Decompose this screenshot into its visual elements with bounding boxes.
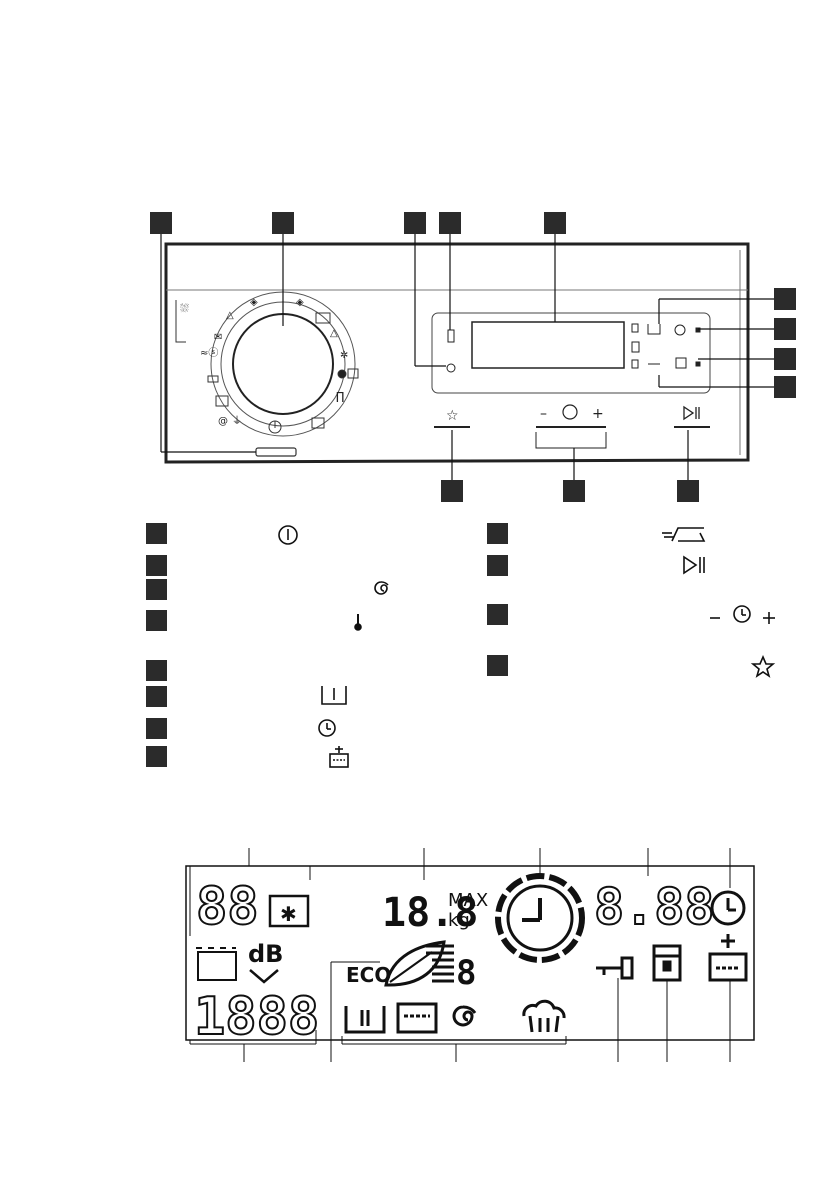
favourite-star-icon-legend (750, 654, 776, 678)
spin-lcd-icon (452, 1005, 477, 1027)
soak-lcd-icon (396, 1002, 438, 1034)
lcd-leader-lines (189, 848, 731, 1062)
legend-icons (278, 525, 776, 768)
eco-digit: 8 (456, 953, 476, 993)
svg-text:+: + (592, 406, 604, 422)
svg-text:△: △ (330, 328, 338, 339)
db-label: dB (248, 940, 283, 968)
svg-text:✉: ✉ (214, 332, 222, 343)
delay-start-icon (318, 719, 336, 737)
svg-text:≈ⓢ: ≈ⓢ (200, 347, 218, 359)
weight-digits: 18.8 (382, 890, 478, 936)
eco-leaf-icon (384, 940, 446, 987)
child-lock-box (197, 951, 237, 981)
clock-icon (495, 873, 585, 963)
favourite-star-icon: ☆ (446, 408, 459, 424)
legend-markers (146, 523, 508, 767)
option-buttons (631, 323, 701, 369)
door-lock-icon (652, 944, 682, 982)
prewash-lcd-icon (344, 1006, 386, 1034)
svg-text:@: @ (218, 416, 228, 427)
power-icon (278, 525, 298, 545)
spin-digits: 1888 (194, 987, 319, 1047)
easy-iron-icon (662, 527, 706, 542)
svg-text:△: △ (226, 310, 234, 321)
control-panel: ⛆ △ ◈ ◈ △ ✲ ∏ ✉ ≈ⓢ @ ⏚ (160, 234, 774, 480)
svg-text:◈: ◈ (250, 297, 258, 308)
spin-button[interactable] (446, 363, 456, 373)
svg-text:⏚: ⏚ (232, 415, 242, 427)
svg-text:✲: ✲ (340, 350, 348, 361)
temperature-button[interactable] (447, 329, 455, 343)
svg-text:✱: ✱ (280, 902, 297, 926)
top-leader-lines (160, 234, 774, 480)
cold-water-icon: ✱ (268, 894, 310, 928)
svg-text:–: – (540, 406, 547, 422)
key-icon (596, 956, 634, 980)
eco-label: ECO (346, 963, 391, 987)
favourite-button[interactable]: ☆ (434, 408, 470, 428)
display-area (431, 312, 711, 394)
top-markers (150, 212, 796, 502)
time-manager-buttons[interactable]: – + (535, 404, 607, 449)
svg-text:◈: ◈ (296, 297, 304, 308)
lcd-display: 88 ✱ 18.8 MAX kg 8.88 dB ECO (185, 865, 755, 1048)
max-label: MAX (448, 890, 488, 911)
extra-rinse-icon (329, 746, 349, 768)
prewash-icon (321, 686, 347, 705)
time-digits: 8.88 (594, 878, 714, 936)
extra-rinse-lcd-icon (708, 934, 748, 982)
svg-text:∏: ∏ (336, 390, 344, 403)
svg-text:⛆: ⛆ (180, 302, 189, 315)
eco-level-bars (426, 944, 454, 983)
db-chevron-icon (249, 969, 279, 984)
program-symbols: ⛆ △ ◈ ◈ △ ✲ ∏ ✉ ≈ⓢ @ ⏚ (175, 297, 359, 434)
start-pause-button[interactable] (674, 405, 710, 428)
time-manager-icon (710, 605, 775, 624)
steam-lcd-icon (522, 999, 566, 1033)
on-off-button[interactable] (255, 447, 297, 457)
spin-spiral-icon (374, 581, 389, 595)
delay-start-lcd-icon (710, 890, 746, 926)
temperature-digits: 88 (196, 877, 259, 937)
start-pause-icon (683, 555, 705, 575)
thermometer-icon (354, 614, 362, 631)
kg-label: kg (448, 910, 470, 931)
